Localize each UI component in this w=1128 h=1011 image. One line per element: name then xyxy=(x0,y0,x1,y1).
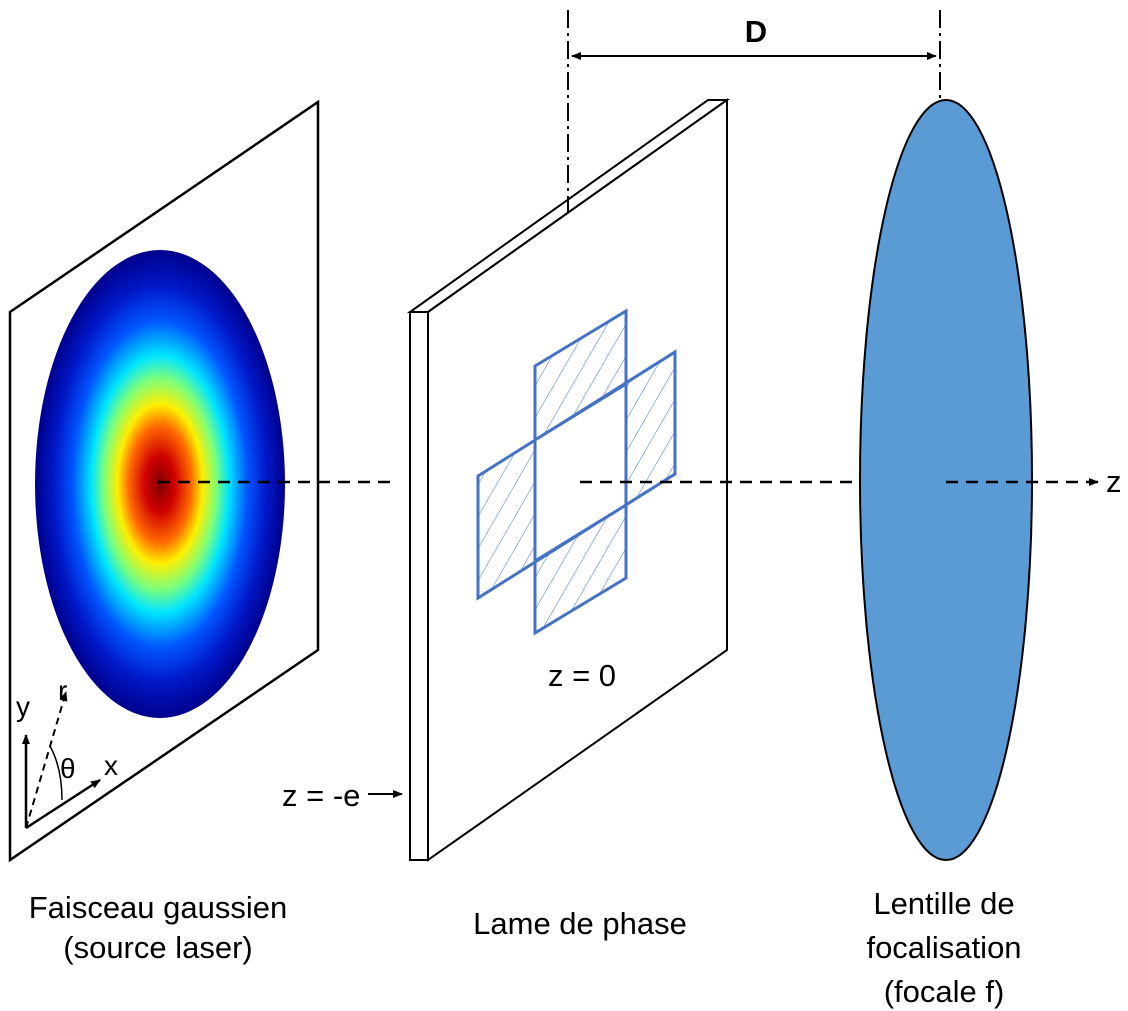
plate-z-label: z = 0 xyxy=(548,658,616,693)
back-face-label: z = -e xyxy=(282,778,360,813)
focusing-lens xyxy=(859,99,1033,861)
phase-plate xyxy=(406,98,731,862)
coord-y-label: y xyxy=(16,691,30,722)
coordinate-axes xyxy=(22,691,101,830)
distance-indicator xyxy=(567,10,941,212)
source-caption-line1: Faisceau gaussien xyxy=(29,890,288,925)
z-axis-label: z xyxy=(1106,464,1122,499)
phase-center-square xyxy=(533,381,628,564)
source-caption-line2: (source laser) xyxy=(63,930,253,965)
coord-x-label: x xyxy=(104,750,118,781)
plate-caption: Lame de phase xyxy=(473,906,687,941)
coord-theta-label: θ xyxy=(60,753,76,784)
lens-caption-line2: focalisation xyxy=(866,930,1021,965)
gaussian-beam-profile xyxy=(35,250,285,718)
lens-caption-line1: Lentille de xyxy=(873,886,1014,921)
coord-r-label: r xyxy=(58,675,67,706)
lens-caption-line3: (focale f) xyxy=(884,974,1005,1009)
plate-side-edge xyxy=(409,311,429,861)
distance-label: D xyxy=(745,14,767,49)
